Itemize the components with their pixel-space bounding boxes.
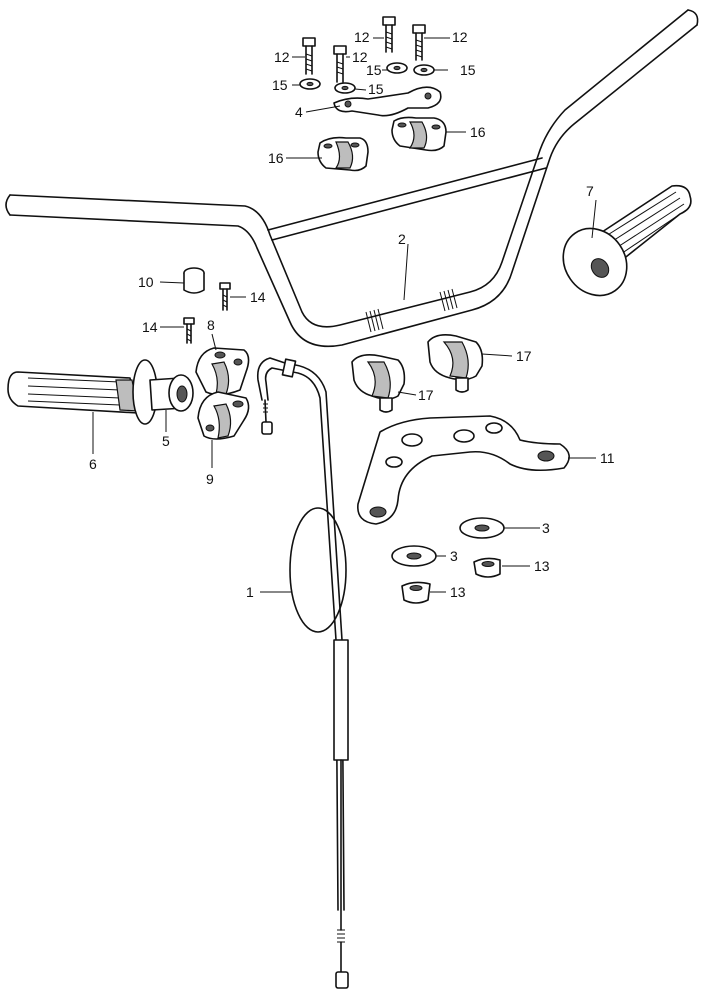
callout-3: 3 xyxy=(450,548,458,564)
callout-1: 1 xyxy=(246,584,254,600)
bolt-12-d xyxy=(412,24,426,61)
upper-holder-4 xyxy=(333,86,442,117)
callout-17: 17 xyxy=(516,348,532,364)
upper-holder-16-right xyxy=(391,116,447,152)
callout-15: 15 xyxy=(368,81,384,97)
callout-15: 15 xyxy=(366,62,382,78)
callout-12: 12 xyxy=(352,49,368,65)
callout-7: 7 xyxy=(586,183,594,199)
callout-14: 14 xyxy=(142,319,158,335)
callout-8: 8 xyxy=(207,317,215,333)
callout-13: 13 xyxy=(534,558,550,574)
screw-14-a xyxy=(219,282,231,311)
washer-3-a xyxy=(459,517,505,539)
leader-lines xyxy=(92,37,597,593)
callout-13: 13 xyxy=(450,584,466,600)
grip-left-6 xyxy=(7,359,158,425)
callout-2: 2 xyxy=(398,231,406,247)
throttle-housing-lower-9 xyxy=(197,391,250,440)
callout-4: 4 xyxy=(295,104,303,120)
throttle-pipe-5 xyxy=(149,374,194,412)
washer-15-c xyxy=(386,62,408,74)
callout-15: 15 xyxy=(460,62,476,78)
handlebar xyxy=(5,9,699,348)
callout-17: 17 xyxy=(418,387,434,403)
cap-10 xyxy=(183,267,205,294)
bolt-12-a xyxy=(302,37,316,75)
washer-15-a xyxy=(299,78,321,90)
throttle-housing-upper-8 xyxy=(195,347,250,396)
callout-11: 11 xyxy=(600,450,615,466)
lower-holder-17-left xyxy=(351,354,406,413)
callout-6: 6 xyxy=(89,456,97,472)
grip-right-7 xyxy=(562,184,692,297)
callouts: 1 2 3 3 4 5 6 7 8 9 10 11 12 12 12 12 13… xyxy=(89,29,615,600)
callout-16: 16 xyxy=(470,124,486,140)
bracket-11 xyxy=(357,415,570,525)
callout-16: 16 xyxy=(268,150,284,166)
callout-12: 12 xyxy=(274,49,290,65)
callout-9: 9 xyxy=(206,471,214,487)
washer-15-d xyxy=(413,64,435,76)
upper-holder-16-left xyxy=(317,136,369,172)
callout-10: 10 xyxy=(138,274,154,290)
callout-15: 15 xyxy=(272,77,288,93)
callout-12: 12 xyxy=(452,29,468,45)
washer-15-b xyxy=(334,82,356,94)
washer-3-b xyxy=(391,545,437,567)
bolt-12-b xyxy=(333,45,347,83)
screw-14-b xyxy=(183,317,195,344)
callout-14: 14 xyxy=(250,289,266,305)
throttle-cable-1 xyxy=(256,357,349,989)
bolt-12-c xyxy=(382,16,396,53)
lower-holder-17-right xyxy=(427,334,484,393)
nut-13-a xyxy=(473,557,501,578)
callout-5: 5 xyxy=(162,433,170,449)
callout-3: 3 xyxy=(542,520,550,536)
nut-13-b xyxy=(401,581,431,604)
callout-12: 12 xyxy=(354,29,370,45)
